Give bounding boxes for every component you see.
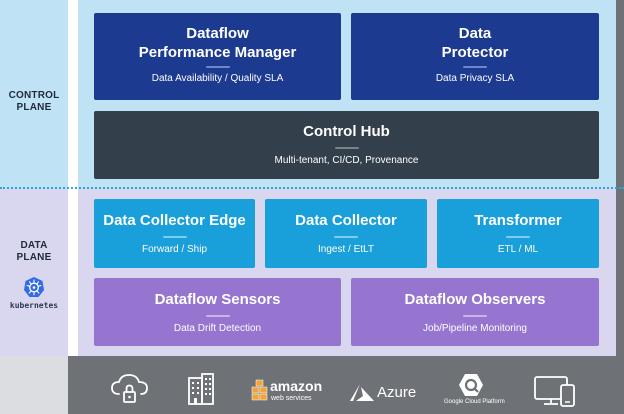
kubernetes-label: kubernetes [9,301,59,310]
control-plane-label-line2: PLANE [16,102,52,113]
transformer-title: Transformer [474,212,562,229]
buildings-icon [188,373,214,405]
title-rule [334,236,358,238]
data-protector-title-line1: Data [458,25,492,42]
control-hub-box: Control Hub Multi-tenant, CI/CD, Provena… [94,111,599,179]
aws-subtitle: web services [271,395,312,402]
data-plane-label-area [0,188,68,356]
control-plane-label: CONTROL PLANE [0,90,68,114]
transformer-subtitle: ETL / ML [497,244,539,255]
infrastructure-bar [68,356,624,414]
dataflow-sensors-subtitle: Data Drift Detection [173,323,262,334]
data-plane-label-line2: PLANE [16,252,52,263]
plane-separator [0,187,624,189]
devices-icon [534,376,575,407]
performance-manager-title-line2: Performance Manager [138,44,297,61]
title-rule [334,147,359,149]
data-collector-edge-subtitle: Forward / Ship [141,244,208,255]
control-hub-title: Control Hub [303,123,390,140]
performance-manager-box: Dataflow Performance Manager Data Availa… [94,13,341,100]
gcp-label: Google Cloud Platform [444,399,505,405]
data-collector-edge-box: Data Collector Edge Forward / Ship [94,199,255,268]
transformer-box: Transformer ETL / ML [437,199,599,268]
data-collector-title: Data Collector [295,212,397,229]
title-rule [463,66,487,68]
aws-logo: amazon [270,378,323,394]
column-divider [68,0,78,414]
azure-logo: Azure [377,384,417,401]
dataflow-observers-title: Dataflow Observers [404,291,546,308]
title-rule [463,315,487,317]
data-plane-label: DATA PLANE [0,240,68,264]
dataflow-sensors-title: Dataflow Sensors [154,291,281,308]
data-protector-subtitle: Data Privacy SLA [435,73,515,84]
control-plane-label-line1: CONTROL [8,90,60,101]
data-collector-subtitle: Ingest / EtLT [318,244,374,255]
right-edge [616,0,624,356]
secure-cloud-icon [111,374,148,403]
performance-manager-title-line1: Dataflow [186,25,249,42]
title-rule [205,315,230,317]
control-plane-label-area [0,0,68,188]
title-rule [205,66,230,68]
aws-cubes-icon [251,379,268,401]
data-protector-title-line2: Protector [441,44,509,61]
control-hub-subtitle: Multi-tenant, CI/CD, Provenance [274,155,419,166]
dataflow-observers-subtitle: Job/Pipeline Monitoring [423,323,527,334]
data-collector-box: Data Collector Ingest / EtLT [265,199,427,268]
data-collector-edge-title: Data Collector Edge [103,212,246,229]
gcp-logo-icon [459,374,483,396]
dataflow-sensors-box: Dataflow Sensors Data Drift Detection [94,278,341,346]
performance-manager-subtitle: Data Availability / Quality SLA [151,73,284,84]
title-rule [506,236,530,238]
kubernetes-icon [24,277,44,297]
azure-logo-icon [350,384,374,401]
left-bottom-area [0,356,68,414]
title-rule [162,236,187,238]
data-plane-label-line1: DATA [20,240,48,251]
dataflow-observers-box: Dataflow Observers Job/Pipeline Monitori… [351,278,599,346]
data-protector-box: Data Protector Data Privacy SLA [351,13,599,100]
